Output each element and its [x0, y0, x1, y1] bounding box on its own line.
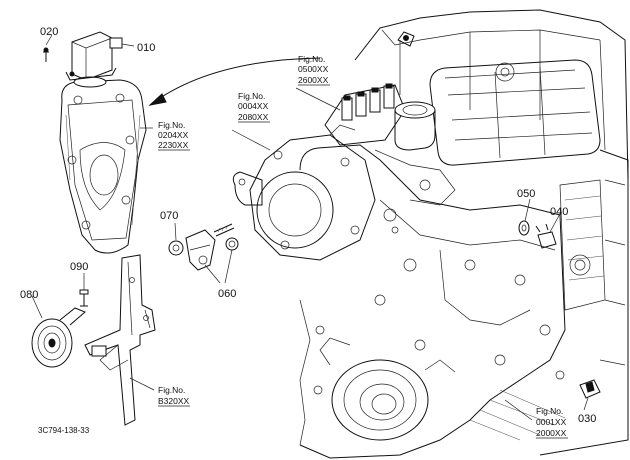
- plugs-and-switch: [518, 220, 601, 399]
- fig-ref-number-2: 2230XX: [158, 140, 189, 150]
- fig-ref-label: Fig.No.: [238, 91, 265, 101]
- fig-ref-label: Fig.No.: [298, 54, 325, 64]
- fig-ref-label: Fig.No.: [158, 120, 185, 130]
- fig-ref-gear-case: Fig.No. 0204XX 2230XX: [158, 120, 190, 151]
- part-label-090: 090: [70, 261, 88, 273]
- part-label-070: 070: [160, 210, 178, 222]
- leader-lines: [31, 34, 589, 421]
- fig-ref-bracket: Fig.No. B320XX: [158, 385, 190, 407]
- horn-and-bracket: [31, 254, 156, 426]
- fig-ref-crankcase: Fig.No. 0001XX 2000XX: [536, 406, 568, 439]
- fig-ref-number-1: 0500XX: [298, 64, 329, 74]
- part-label-020: 020: [40, 26, 58, 38]
- engine-block: [299, 9, 629, 459]
- part-label-030: 030: [578, 413, 596, 425]
- part-label-040: 040: [550, 206, 568, 218]
- part-label-050: 050: [517, 188, 535, 200]
- water-pump: [232, 124, 376, 261]
- fig-ref-injection: Fig.No. 0500XX 2600XX: [298, 54, 330, 86]
- part-label-080: 080: [20, 289, 38, 301]
- drawing-code: 3C794-138-33: [38, 426, 90, 435]
- sensor-assembly: [168, 223, 239, 271]
- fig-ref-label: Fig.No.: [158, 385, 185, 395]
- fig-ref-number-1: 0204XX: [158, 130, 189, 140]
- fig-ref-number-2: 2600XX: [298, 75, 329, 85]
- gear-case-cover: [59, 79, 147, 254]
- part-label-060: 060: [218, 288, 236, 300]
- fig-ref-number-1: 0001XX: [536, 417, 567, 427]
- fig-ref-label: Fig.No.: [536, 406, 563, 416]
- fig-ref-number-1: 0004XX: [238, 101, 269, 111]
- injection-solenoid-group: [324, 83, 456, 206]
- fig-ref-number-2: 2080XX: [238, 112, 269, 122]
- part-label-010: 010: [137, 42, 155, 54]
- fig-ref-number-2: 2000XX: [536, 428, 567, 438]
- fig-ref-water-pump: Fig.No. 0004XX 2080XX: [238, 91, 270, 123]
- stop-solenoid: [43, 31, 123, 88]
- fig-ref-number-1: B320XX: [158, 396, 190, 406]
